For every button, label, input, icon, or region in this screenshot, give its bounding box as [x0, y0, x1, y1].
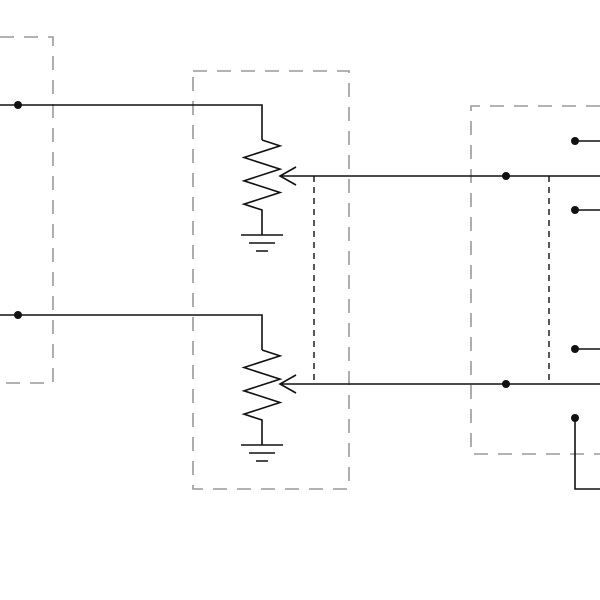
potentiometer-top-input-wire [0, 104, 263, 140]
potentiometer-bottom-input-wire [0, 314, 263, 350]
ground-top [241, 234, 283, 252]
potentiometer-top-input-terminal [14, 101, 22, 109]
potentiometer-top-wiper-arrow [278, 166, 297, 186]
junction-dot-bottom [502, 380, 510, 388]
switch-terminal-2 [571, 206, 579, 214]
potentiometer-enclosure [192, 70, 350, 490]
left-enclosure [0, 36, 54, 384]
schematic-layer [0, 36, 600, 490]
potentiometer-bottom [241, 349, 283, 445]
switch-enclosure [470, 105, 600, 455]
potentiometer-top [241, 139, 283, 235]
ground-bottom [241, 444, 283, 462]
switch-terminal-1 [571, 137, 579, 145]
junction-dot-top [502, 172, 510, 180]
switch-terminal-3 [571, 345, 579, 353]
potentiometer-bottom-input-terminal [14, 311, 22, 319]
switch-terminal-4 [571, 414, 579, 422]
switch-terminal-4-wire [574, 418, 600, 490]
potentiometer-bottom-wiper-arrow [278, 374, 297, 394]
